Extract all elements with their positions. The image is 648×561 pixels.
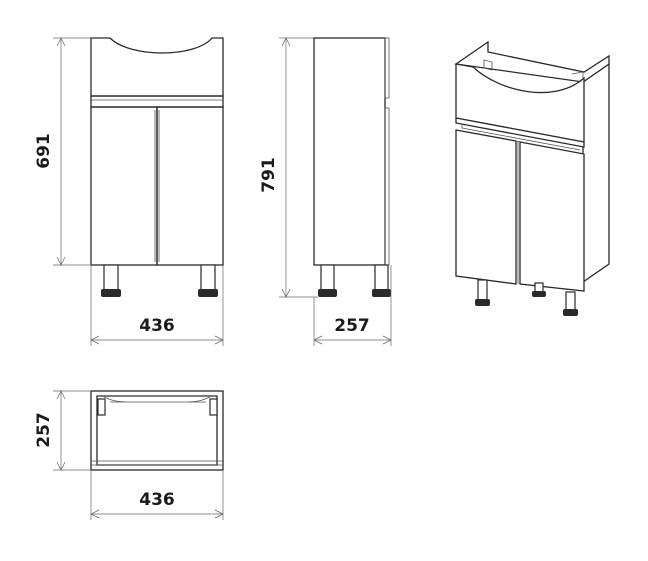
iso-rail <box>455 117 585 148</box>
iso-right-door <box>519 141 585 292</box>
front-height-dimension: 691 <box>34 37 91 266</box>
iso-basin <box>455 63 585 143</box>
iso-side-panel <box>582 62 610 284</box>
front-width-label: 436 <box>139 316 175 336</box>
front-right-door <box>156 106 224 266</box>
front-height-label: 691 <box>34 133 54 169</box>
front-width-dimension: 436 <box>90 265 224 346</box>
side-depth-label: 257 <box>334 316 370 336</box>
iso-legs <box>475 279 578 316</box>
side-height-label: 791 <box>259 157 279 193</box>
top-view: 257 436 <box>34 390 224 520</box>
side-view: 791 257 <box>259 37 392 346</box>
iso-left-door <box>455 129 517 285</box>
side-legs <box>318 264 391 297</box>
front-left-door <box>90 106 158 266</box>
isometric-view <box>454 40 610 316</box>
top-width-dimension: 436 <box>90 470 224 520</box>
side-height-dimension: 791 <box>259 37 318 298</box>
top-outline <box>90 390 224 471</box>
front-legs <box>101 264 218 297</box>
side-body <box>313 37 386 266</box>
front-view: 691 436 <box>34 37 224 346</box>
top-width-label: 436 <box>139 490 175 510</box>
front-rail <box>90 95 224 108</box>
top-depth-label: 257 <box>34 412 54 448</box>
side-depth-dimension: 257 <box>313 265 392 346</box>
top-depth-dimension: 257 <box>34 390 91 471</box>
iso-top-rim <box>454 40 610 83</box>
front-basin <box>90 37 224 97</box>
top-leg-marks <box>97 398 218 416</box>
